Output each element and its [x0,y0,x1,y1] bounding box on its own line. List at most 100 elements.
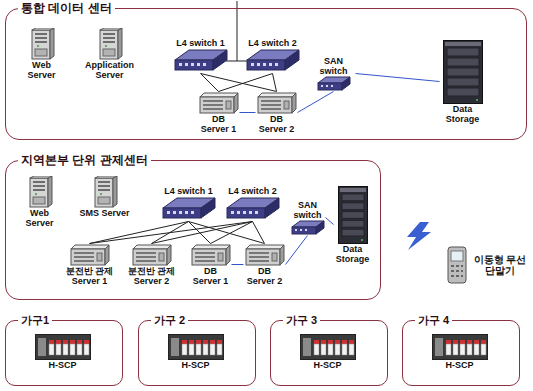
db-icon [191,244,231,266]
connector-line [219,74,273,92]
db-icon-part [159,253,164,261]
hscp-icon-part [435,338,443,356]
phone-icon-part [451,270,454,272]
db-icon-part [192,249,226,265]
db-icon-part [167,245,171,265]
hscp-icon-part [335,344,340,355]
hscp-icon-part [303,338,311,356]
tower-icon-part [33,189,45,191]
switch-icon-part [191,211,194,214]
tower-icon-part [98,189,110,191]
tower-icon-part [35,33,47,35]
db-icon-part [97,253,102,261]
switch-icon-part [203,63,206,66]
group-title: 가구 3 [283,312,320,328]
db-icon-part [261,104,281,106]
san-icon [291,220,325,236]
switch-icon [225,196,281,222]
switch-icon [173,48,229,74]
db-icon-part [195,256,215,258]
hscp-icon-part [314,340,319,344]
mobile-terminal-box: 이동형 무선 단말기 [446,246,528,284]
storage-icon-part [342,194,364,201]
switch-box: L4 switch 1 [160,186,218,222]
tower-icon-part [100,28,122,30]
household-box: 가구 4H-SCP [402,320,520,386]
storage-icon-part [476,99,478,101]
phone-icon-part [451,251,463,261]
hscp-icon-part [182,340,187,344]
db-server-box: DB Server 1 [198,92,240,134]
db-icon-part [203,104,223,106]
hscp-icon-part [189,340,194,344]
hscp-box: H-SCP [166,334,226,370]
db-icon-part [292,93,296,113]
hscp-icon-part [349,344,354,355]
hscp-icon-part [474,340,479,344]
phone-icon-part [456,270,459,272]
db-icon-part [261,108,281,110]
storage-icon-part [342,229,364,236]
uplink-line [226,61,248,62]
tower-icon-part [35,41,47,43]
connector-line [356,74,440,82]
switch-icon-part [185,63,188,66]
device-label: L4 switch 2 [244,38,302,48]
db-icon-part [136,252,156,254]
switch-box: L4 switch 2 [244,38,302,74]
hscp-icon-part [300,334,355,359]
hscp-icon-part [56,344,61,355]
storage-box: Data Storage [334,186,372,264]
storage-icon-part [447,58,479,66]
hscp-icon-part [210,340,215,344]
db-icon [132,244,172,266]
hscp-icon-part [481,340,486,344]
hscp-icon [35,334,91,360]
db-icon-part [74,256,94,258]
device-label: SAN switch [312,56,356,76]
hscp-icon-part [453,344,458,355]
hscp-icon-part [168,334,223,359]
storage-icon [338,186,368,244]
storage-icon-part [447,88,479,96]
connector-line [253,222,265,244]
hscp-icon-part [460,340,465,344]
hscp-icon-part [335,340,340,344]
phone-icon-part [461,275,463,277]
switch-box: L4 switch 1 [172,38,230,74]
tower-icon-part [35,49,47,56]
household-box: 가구 2H-SCP [138,320,256,386]
db-icon-part [203,100,223,102]
phone-icon-part [461,270,463,272]
hscp-icon-part [467,340,472,344]
hscp-icon-part [349,340,354,344]
storage-icon-part [340,188,366,192]
uplink-line [237,1,238,61]
switch-icon-part [249,211,252,214]
device-label: 분전반 관제 Server 1 [62,266,118,286]
san-icon-part [316,221,324,234]
switch-box: L4 switch 2 [224,186,282,222]
tower-icon-part [95,178,113,207]
device-label: Application Server [82,60,138,80]
db-icon [245,244,285,266]
hscp-icon-part [321,344,326,355]
hscp-icon-part [84,340,89,344]
hscp-icon-part [70,344,75,355]
san-icon-part [326,85,328,87]
connector-line [211,222,253,244]
hscp-icon-part [432,334,487,359]
hscp-icon-part [196,340,201,344]
hscp-icon-part [77,340,82,344]
hscp-icon-part [328,340,333,344]
hscp-icon-part [203,344,208,355]
hscp-icon-part [56,340,61,344]
phone-icon-part [448,247,466,283]
tower-icon-part [118,28,122,59]
db-icon-part [195,260,215,262]
storage-icon [443,40,483,104]
tower-icon-part [32,28,54,30]
hscp-icon-part [35,334,90,359]
household-box: 가구 3H-SCP [270,320,388,386]
